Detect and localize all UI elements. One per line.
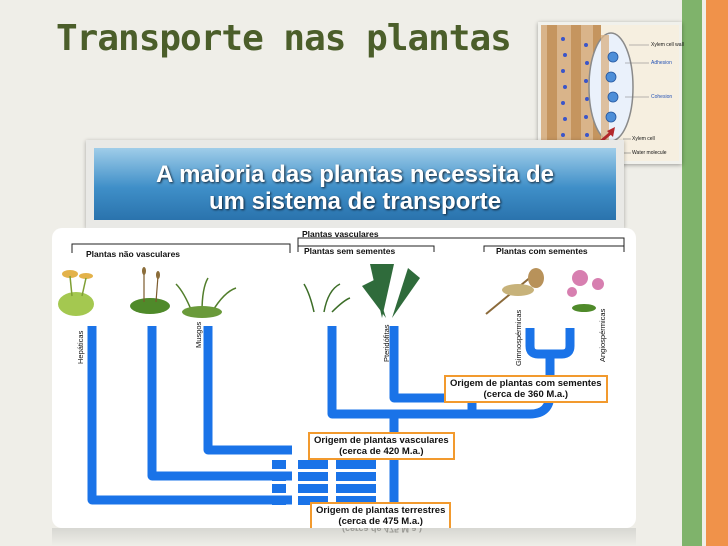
xylem-label-adhesion: Adhesion [651,60,672,66]
headline-text: A maioria das plantas necessita de um si… [94,161,616,215]
group-label-seed: Plantas com sementes [496,246,588,256]
origin-box-vascular-line-2: (cerca de 420 M.a.) [339,446,424,457]
decorative-stripe-gap [702,0,706,546]
origin-box-seed-line-1: Origem de plantas com sementes [450,378,602,389]
slide-title: Transporte nas plantas [56,18,512,59]
taxon-label-gimnospermicas: Gimnospérmicas [514,309,523,366]
diagram-reflection: (cerca de 475 M.a.) [52,528,636,546]
origin-box-seed-plants: Origem de plantas com sementes (cerca de… [444,375,608,403]
decorative-stripe-orange [706,0,728,546]
headline-line-1: A maioria das plantas necessita de [156,161,554,188]
group-label-vascular: Plantas vasculares [302,229,379,239]
xylem-label-water-molecule: Water molecule [632,150,667,156]
taxon-label-hepaticas: Hepáticas [76,330,85,364]
origin-box-terrestrial-line-1: Origem de plantas terrestres [316,505,446,516]
headline-banner: A maioria das plantas necessita de um si… [86,140,624,228]
origin-box-terrestrial-line-2: (cerca de 475 M.a.) [338,516,423,527]
group-label-nonvascular: Plantas não vasculares [86,249,181,259]
taxon-label-angiospermicas: Angiospérmicas [598,308,607,362]
plant-icons [58,264,604,318]
taxon-label-pteridofitas: Pteridófitas [382,324,391,362]
origin-box-vascular-line-1: Origem de plantas vasculares [314,435,449,446]
plant-evolution-diagram: Plantas vasculares Plantas não vasculare… [52,228,636,528]
taxon-label-musgos: Musgos [194,321,203,348]
xylem-label-cohesion: Cohesion [651,94,673,100]
origin-box-vascular-plants: Origem de plantas vasculares (cerca de 4… [308,432,455,460]
origin-box-terrestrial-plants: Origem de plantas terrestres (cerca de 4… [310,502,452,528]
decorative-stripe-green [682,0,702,546]
reflection-text: (cerca de 475 M.a.) [342,528,423,534]
headline-banner-fill: A maioria das plantas necessita de um si… [94,148,616,220]
xylem-label-cell: Xylem cell [632,136,655,142]
diagram-drawing [58,237,625,524]
group-label-seedless: Plantas sem sementes [304,246,396,256]
xylem-label-cell-wall: Xylem cell wall [651,42,684,48]
origin-box-seed-line-2: (cerca de 360 M.a.) [483,389,569,400]
headline-line-2: um sistema de transporte [208,188,502,215]
